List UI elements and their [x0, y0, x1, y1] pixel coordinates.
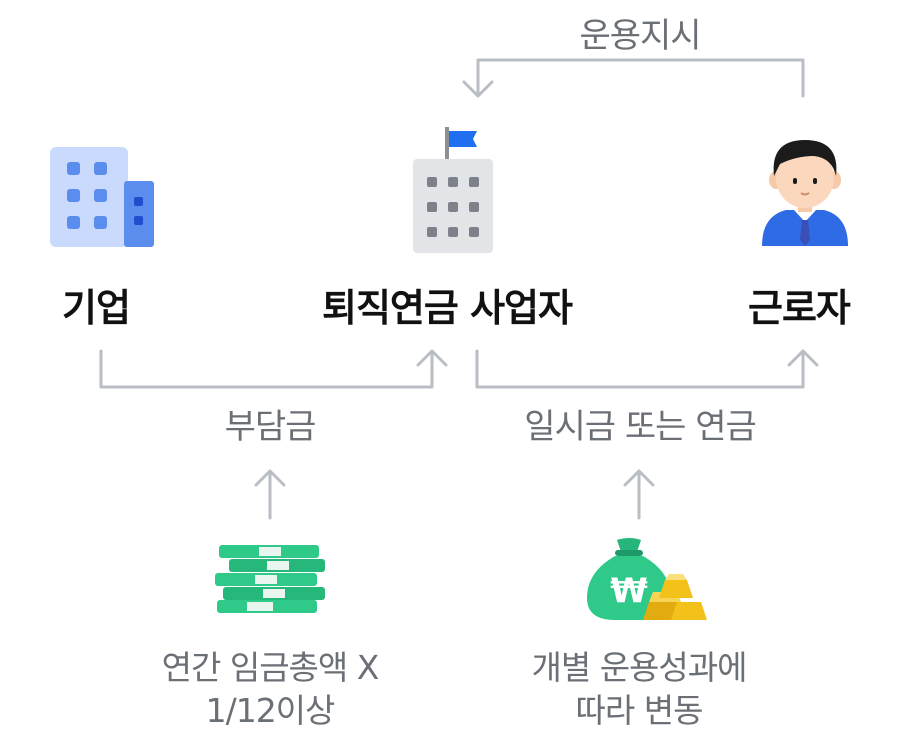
contribution-arrow	[99, 349, 448, 389]
contribution-basis-line2: 1/12이상	[205, 690, 336, 730]
office-building-icon	[50, 147, 156, 253]
payout-label: 일시금 또는 연금	[524, 407, 757, 447]
payout-arrow	[475, 349, 819, 389]
worker-avatar-icon	[756, 136, 854, 252]
instruction-arrow	[462, 58, 805, 98]
performance-line2: 따라 변동	[575, 690, 704, 730]
contribution-basis-note: 연간 임금총액 X 1/12이상	[130, 647, 410, 733]
contribution-basis-line1: 연간 임금총액 X	[161, 648, 380, 687]
contribution-basis-arrow	[254, 469, 286, 520]
company-label: 기업	[62, 286, 131, 330]
money-bag-gold-icon: ₩	[585, 536, 709, 626]
performance-arrow	[623, 469, 655, 520]
instruction-label: 운용지시	[579, 16, 701, 56]
contribution-label: 부담금	[224, 407, 317, 447]
flag-building-icon	[413, 127, 495, 259]
svg-text:₩: ₩	[610, 571, 648, 611]
performance-note: 개별 운용성과에 따라 변동	[499, 647, 779, 733]
cash-stack-icon	[215, 545, 327, 617]
performance-line1: 개별 운용성과에	[531, 648, 747, 687]
provider-label: 퇴직연금 사업자	[322, 286, 573, 330]
worker-label: 근로자	[748, 286, 851, 330]
